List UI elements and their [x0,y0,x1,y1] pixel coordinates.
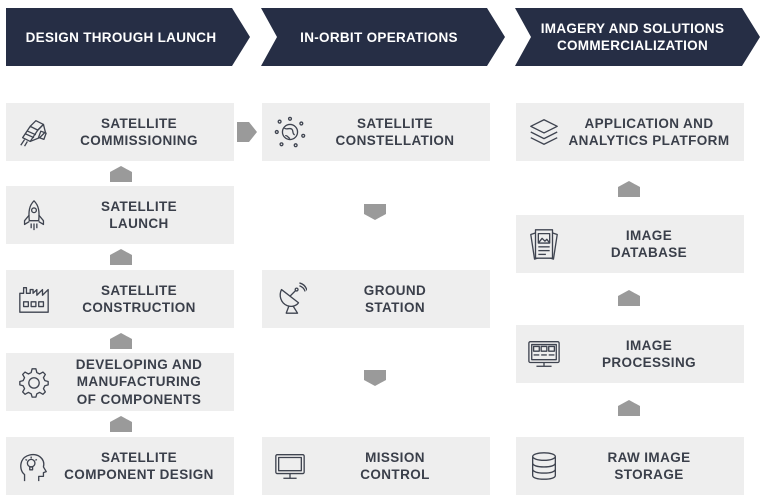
arrow-up [618,290,640,306]
layers-icon [526,114,562,150]
monitor-icon [272,448,308,484]
satellite-icon [16,114,52,150]
box-label: SATELLITE COMPONENT DESIGN [64,449,214,483]
arrow-down [364,370,386,386]
factory-icon [16,281,52,317]
box-satellite-commissioning: SATELLITE COMMISSIONING [6,103,234,161]
processing-monitor-icon [526,336,562,372]
box-ground-station: GROUND STATION [262,270,490,328]
arrow-up [618,400,640,416]
arrow-right [237,122,257,142]
box-raw-image-storage: RAW IMAGE STORAGE [516,437,744,495]
header-design-through-launch: DESIGN THROUGH LAUNCH [6,8,250,66]
header-in-orbit-operations: IN-ORBIT OPERATIONS [261,8,505,66]
arrow-up [110,249,132,265]
gear-icon [16,364,52,400]
box-label: SATELLITE LAUNCH [100,198,178,232]
box-satellite-constellation: SATELLITE CONSTELLATION [262,103,490,161]
head-idea-icon [16,448,52,484]
arrow-up [110,166,132,182]
box-label: APPLICATION AND ANALYTICS PLATFORM [568,115,730,149]
box-label: IMAGE PROCESSING [601,337,697,371]
database-icon [526,448,562,484]
box-label: RAW IMAGE STORAGE [607,449,691,483]
box-label: MISSION CONTROL [360,449,430,483]
box-label: SATELLITE COMMISSIONING [80,115,198,149]
header-label: DESIGN THROUGH LAUNCH [25,29,217,45]
box-label: SATELLITE CONSTELLATION [335,115,455,149]
arrow-down [364,204,386,220]
box-image-processing: IMAGE PROCESSING [516,325,744,383]
arrow-up [618,181,640,197]
satellite-dish-icon [272,281,308,317]
header-label: IMAGERY AND SOLUTIONS COMMERCIALIZATION [540,21,725,53]
arrow-up [110,333,132,349]
globe-constellation-icon [272,114,308,150]
arrow-up [110,416,132,432]
rocket-icon [16,197,52,233]
box-mission-control: MISSION CONTROL [262,437,490,495]
box-label: IMAGE DATABASE [610,227,688,261]
box-developing-manufacturing: DEVELOPING AND MANUFACTURING OF COMPONEN… [6,353,234,411]
box-label: SATELLITE CONSTRUCTION [82,282,196,316]
header-imagery-commercialization: IMAGERY AND SOLUTIONS COMMERCIALIZATION [515,8,760,66]
box-application-analytics: APPLICATION AND ANALYTICS PLATFORM [516,103,744,161]
header-label: IN-ORBIT OPERATIONS [300,29,458,45]
box-label: GROUND STATION [363,282,427,316]
box-satellite-component-design: SATELLITE COMPONENT DESIGN [6,437,234,495]
box-image-database: IMAGE DATABASE [516,215,744,273]
box-satellite-construction: SATELLITE CONSTRUCTION [6,270,234,328]
image-stack-icon [526,226,562,262]
box-label: DEVELOPING AND MANUFACTURING OF COMPONEN… [75,356,203,407]
box-satellite-launch: SATELLITE LAUNCH [6,186,234,244]
